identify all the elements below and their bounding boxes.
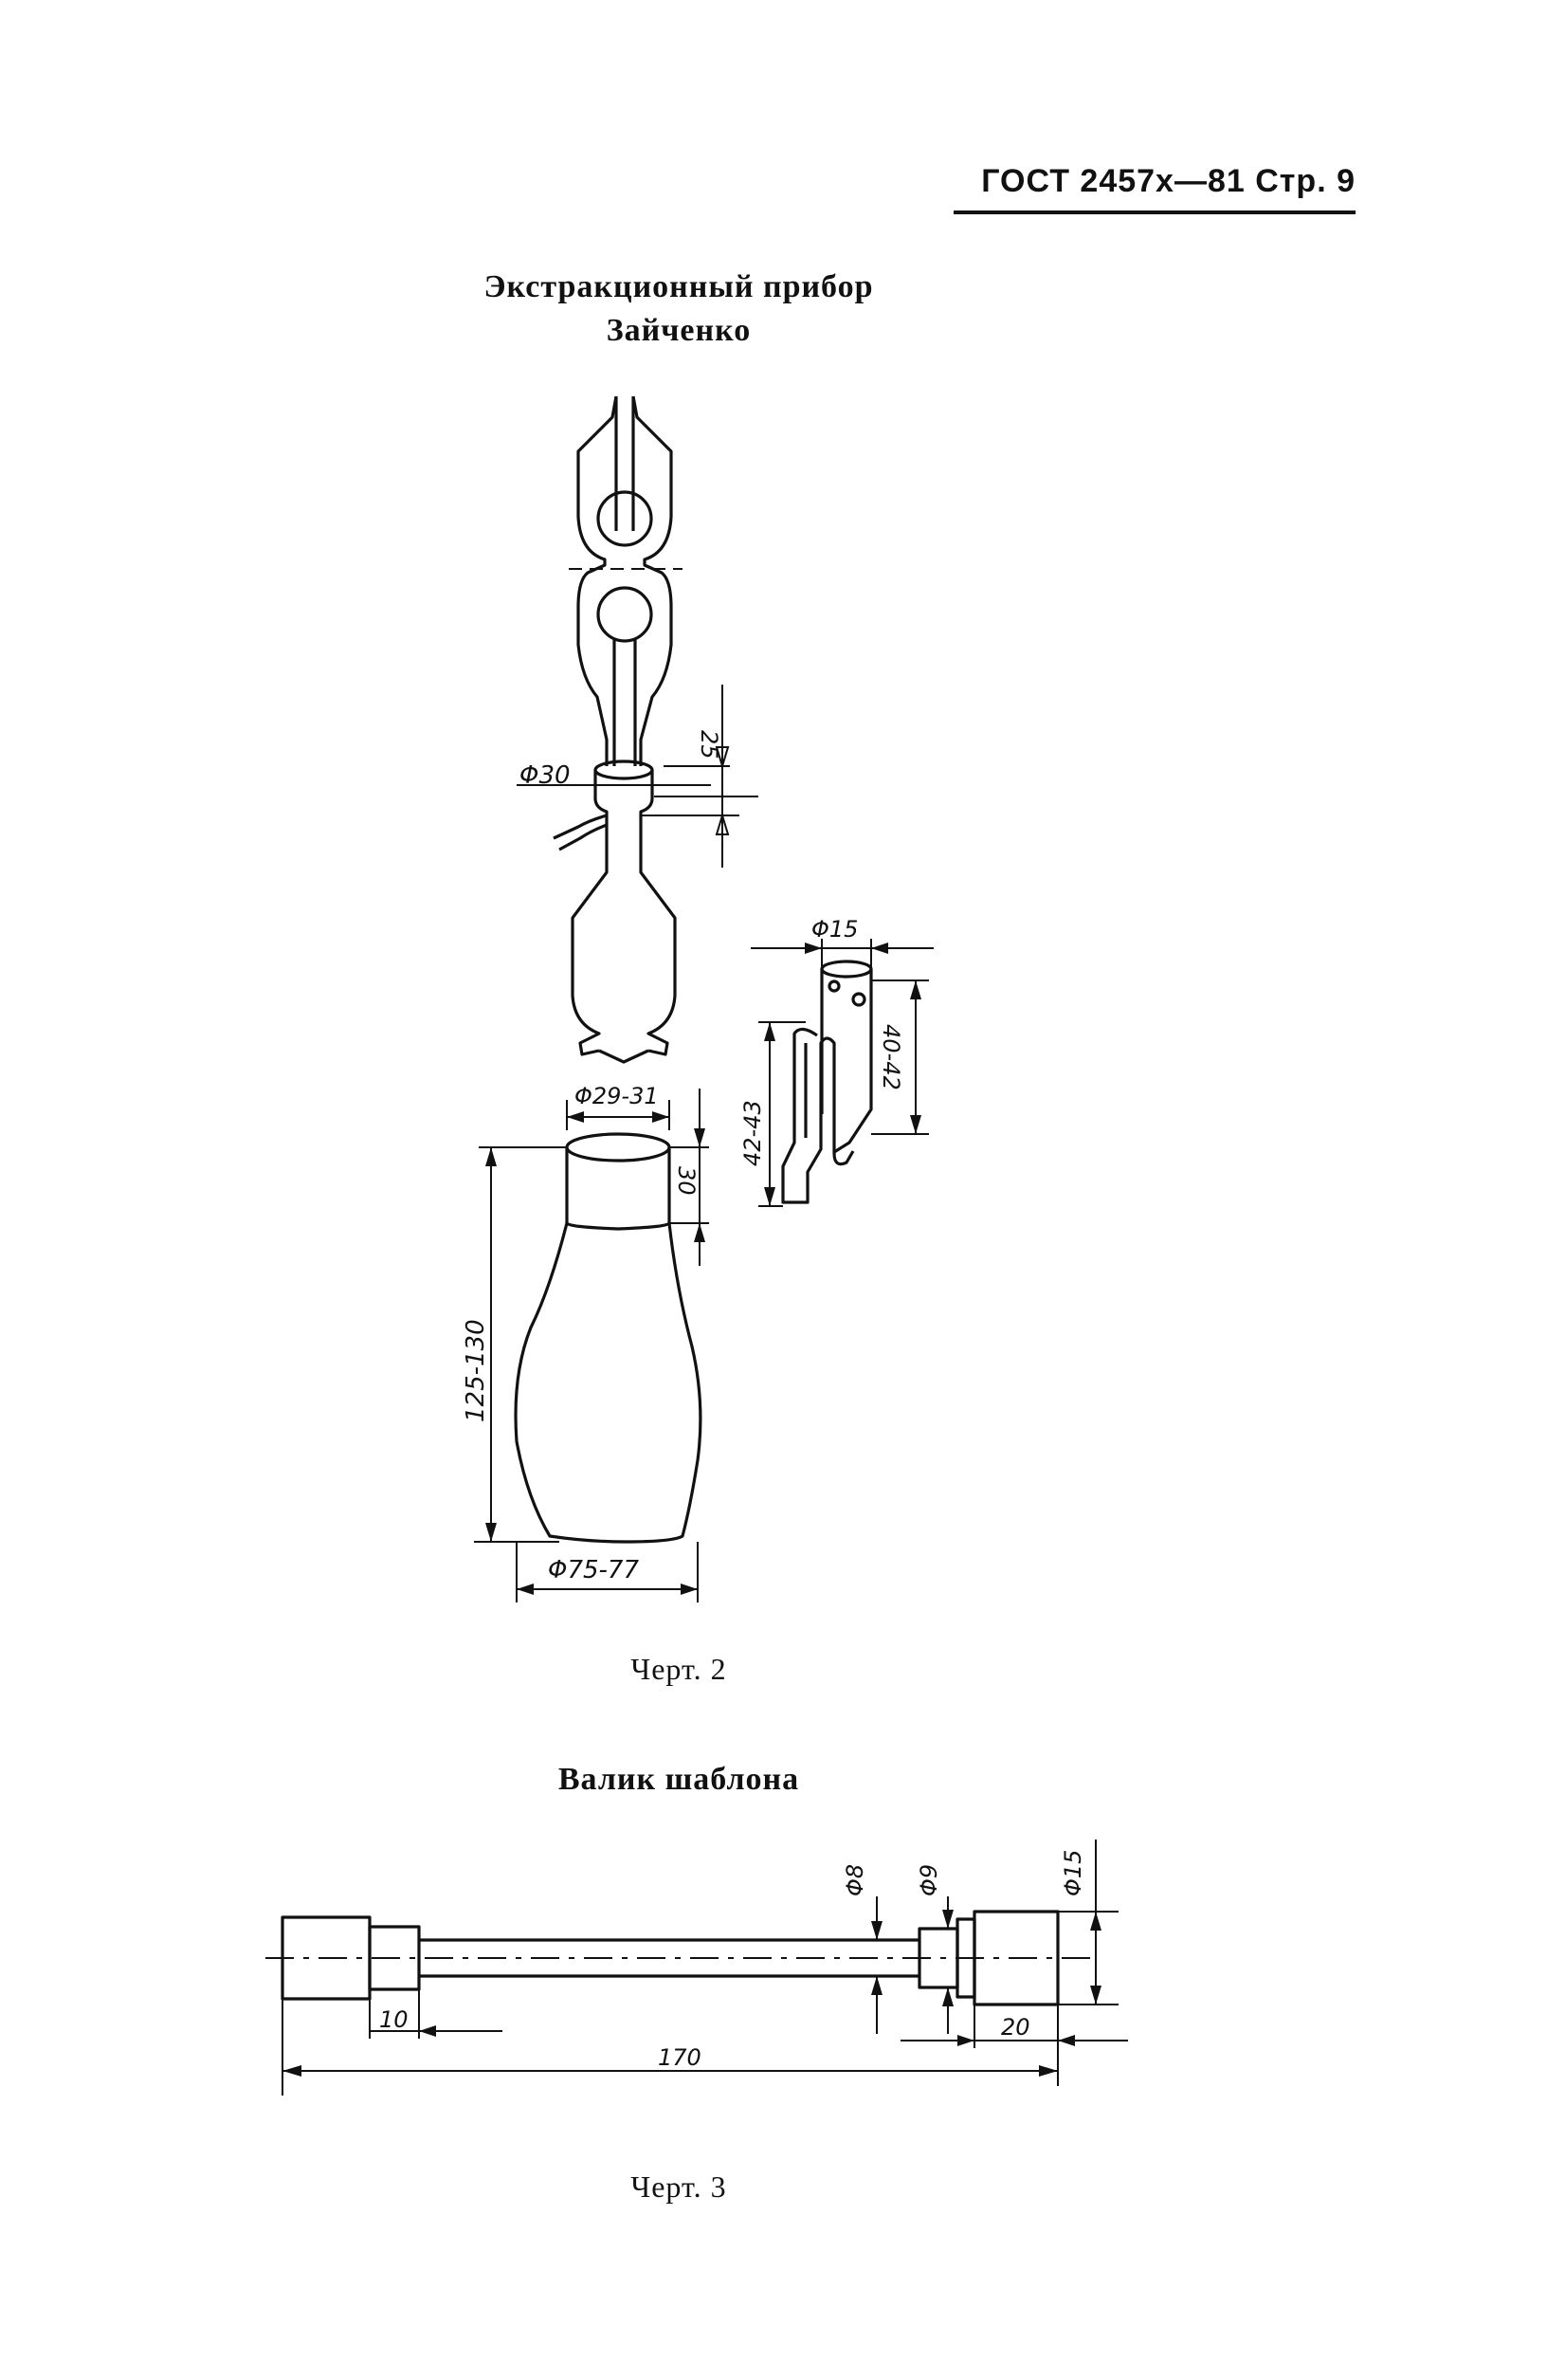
figure2-title-line1: Экстракционный прибор [483,269,874,304]
dim-h40-42-label: 40-42 [878,1024,904,1090]
figure2-title-line2: Зайченко [606,313,752,348]
figure3-caption: Черт. 3 [630,2169,727,2204]
hook-tube-part [781,960,873,1204]
dim-d29-31-label: Φ29-31 [574,1083,659,1109]
extractor-part [553,760,677,1064]
dim-h25-label: 25 [696,730,722,760]
page-header: ГОСТ 2457х—81 Стр. 9 [981,163,1356,199]
figure2-caption: Черт. 2 [630,1652,727,1686]
dim-d75-77-label: Φ75-77 [548,1556,639,1584]
dim-flask [474,1089,709,1602]
dim-h42-43-label: 42-43 [739,1100,766,1166]
dim-hook [751,939,934,1207]
dim-h125-130-label: 125-130 [462,1319,490,1422]
figure3-title: Валик шаблона [557,1762,800,1797]
flask-part [514,1132,702,1544]
dim-d15-hook-label: Φ15 [811,916,858,943]
dim-h30-label: 30 [673,1166,700,1196]
dim-d30-h25 [517,685,758,868]
condenser-part [569,395,682,766]
dim-d30-label: Φ30 [519,761,571,790]
header-rule [954,211,1356,214]
